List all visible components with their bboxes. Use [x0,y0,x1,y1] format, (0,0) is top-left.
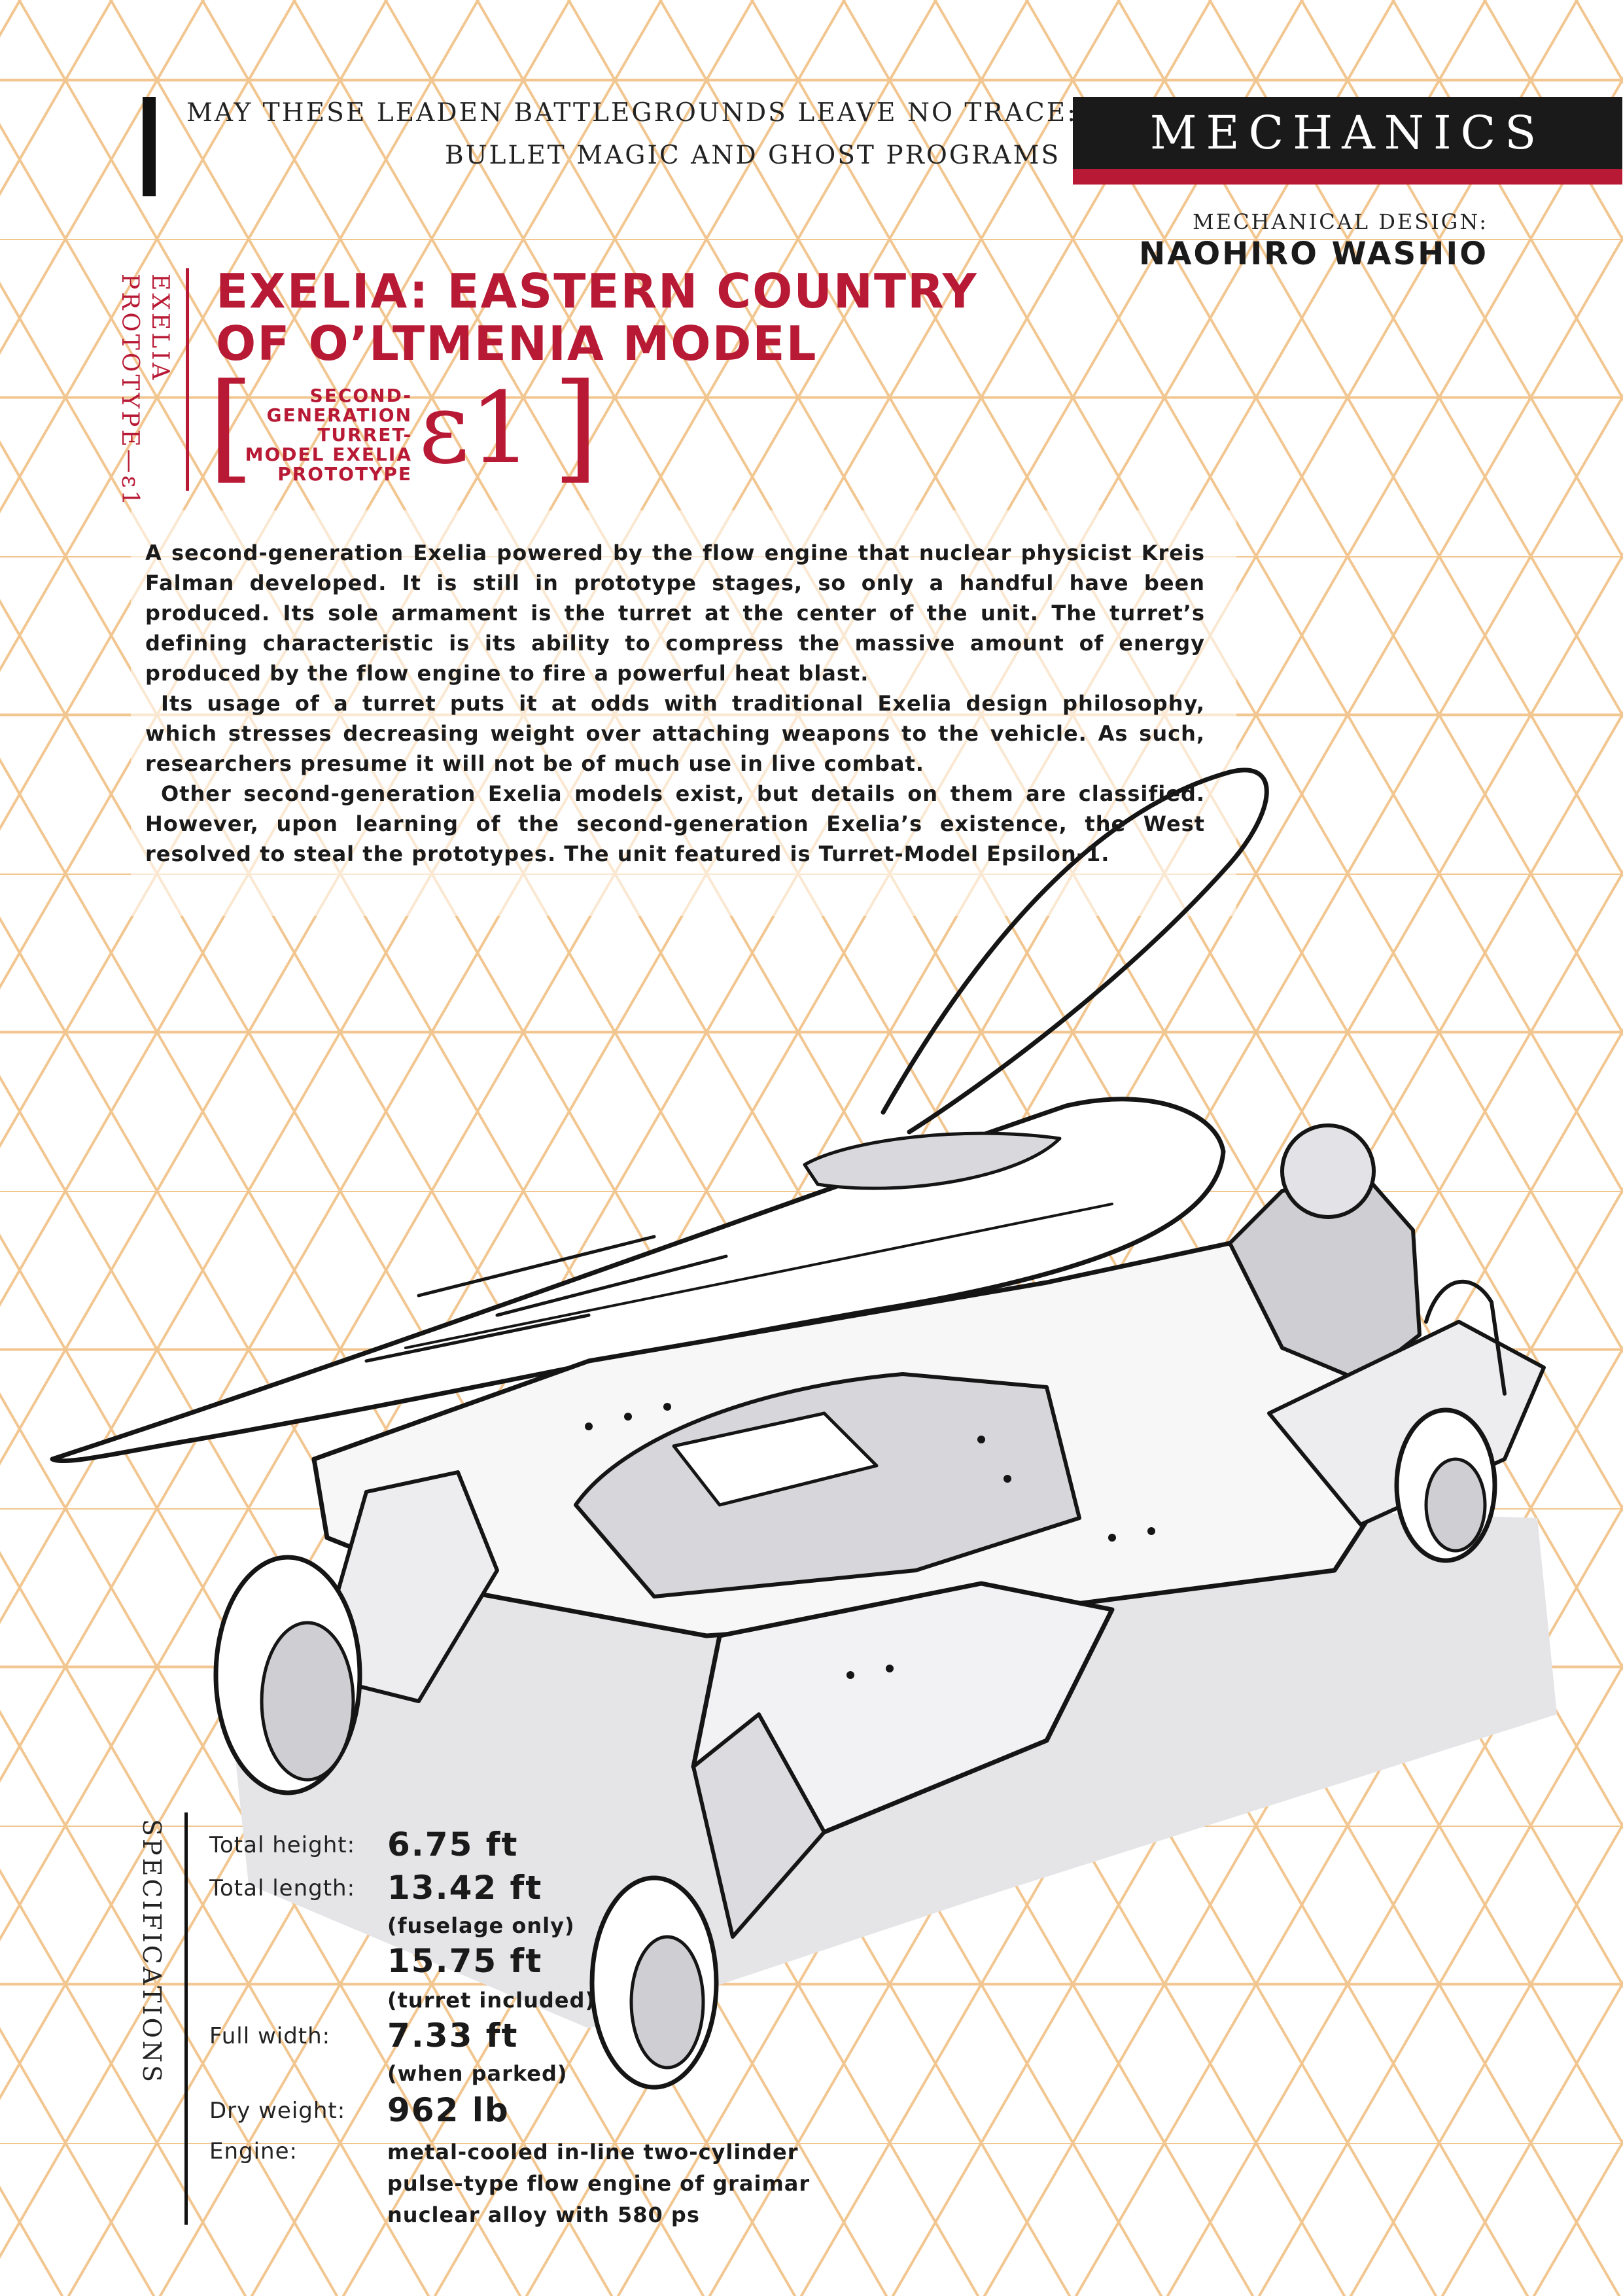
spec-note-secondary: (turret included) [387,1988,596,2013]
spec-value: 962 lb [387,2091,510,2129]
model-subtitle-line: TURRET- [317,424,412,446]
description-paragraph: Its usage of a turret puts it at odds wi… [145,691,1205,776]
specifications-heading: SPECIFICATIONS [137,1819,166,2085]
credit-label: MECHANICAL DESIGN: [1192,209,1488,234]
series-title-line-1: MAY THESE LEADEN BATTLEGROUNDS LEAVE NO … [186,98,1078,128]
model-subtitle-line: MODEL EXELIA [245,444,412,465]
spec-value-secondary: 15.75 ft [387,1942,543,1980]
spec-value: 6.75 ft [387,1826,519,1863]
spec-label: Engine: [209,2138,298,2164]
section-banner-accent [1073,169,1622,185]
model-subtitle-line: GENERATION [266,404,412,426]
model-subtitle-line: PROTOTYPE [277,463,412,485]
header-rule [143,97,156,196]
spec-label: Full width: [209,2023,331,2049]
model-subtitle: SECOND- GENERATION TURRET- MODEL EXELIA … [236,386,412,484]
title-rule [186,268,189,491]
spec-value: 13.42 ft [387,1869,543,1907]
spec-label: Total length: [209,1875,356,1901]
description-paragraph: A second-generation Exelia powered by th… [145,540,1205,686]
bracket-right: ] [553,359,599,495]
model-subtitle-line: SECOND- [309,385,412,406]
bracket-left: [ [208,359,254,495]
spec-note: (fuselage only) [387,1913,575,1938]
model-code: ε1 [419,372,532,486]
entry-title-line-1: EXELIA: EASTERN COUNTRY [216,264,978,319]
spec-note: (when parked) [387,2061,568,2086]
credit-name: NAOHIRO WASHIO [1139,236,1488,272]
series-title-line-2: BULLET MAGIC AND GHOST PROGRAMS [445,141,1061,170]
description-paragraph: Other second-generation Exelia models ex… [145,781,1205,866]
spec-label: Total height: [209,1832,356,1858]
vertical-model-id: EXELIA PROTOTYPE—ε1 [116,274,173,508]
specifications-rule [184,1812,188,2225]
spec-label: Dry weight: [209,2098,346,2124]
spec-engine-value: metal-cooled in-line two-cylinder pulse-… [387,2140,811,2227]
section-banner: MECHANICS [1073,97,1622,169]
entry-title-line-2: OF O’LTMENIA MODEL [216,316,818,371]
section-title: MECHANICS [1149,106,1546,160]
entry-title: EXELIA: EASTERN COUNTRY OF O’LTMENIA MOD… [216,265,978,370]
spec-value: 7.33 ft [387,2017,519,2055]
description-text: A second-generation Exelia powered by th… [145,538,1205,869]
